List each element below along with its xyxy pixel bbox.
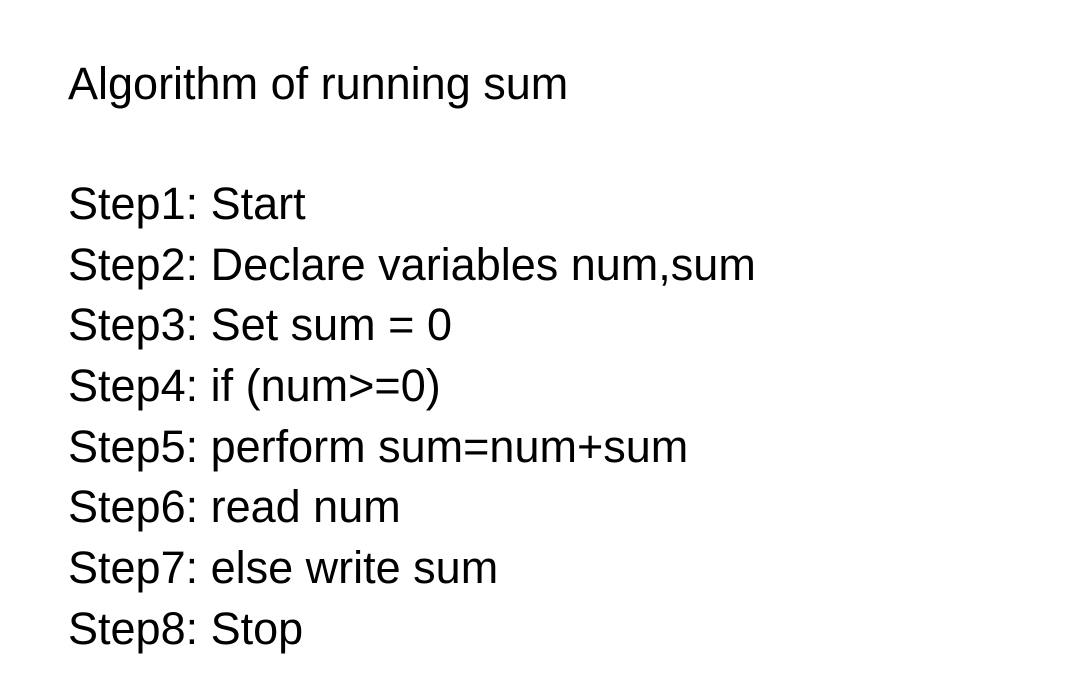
- step-2: Step2: Declare variables num,sum: [68, 238, 756, 290]
- document-title: Algorithm of running sum: [68, 58, 569, 109]
- step-8: Step8: Stop: [68, 602, 304, 654]
- step-5: Step5: perform sum=num+sum: [68, 420, 689, 472]
- step-7: Step7: else write sum: [68, 542, 499, 594]
- step-3: Step3: Set sum = 0: [68, 299, 452, 351]
- blank-line: [68, 114, 1060, 174]
- step-list: Step1: Start Step2: Declare variables nu…: [68, 174, 1060, 660]
- step-6: Step6: read num: [68, 481, 401, 533]
- step-4: Step4: if (num>=0): [68, 360, 441, 412]
- document-body: Algorithm of running sum Step1: Start St…: [68, 54, 1060, 660]
- step-1: Step1: Start: [68, 178, 306, 229]
